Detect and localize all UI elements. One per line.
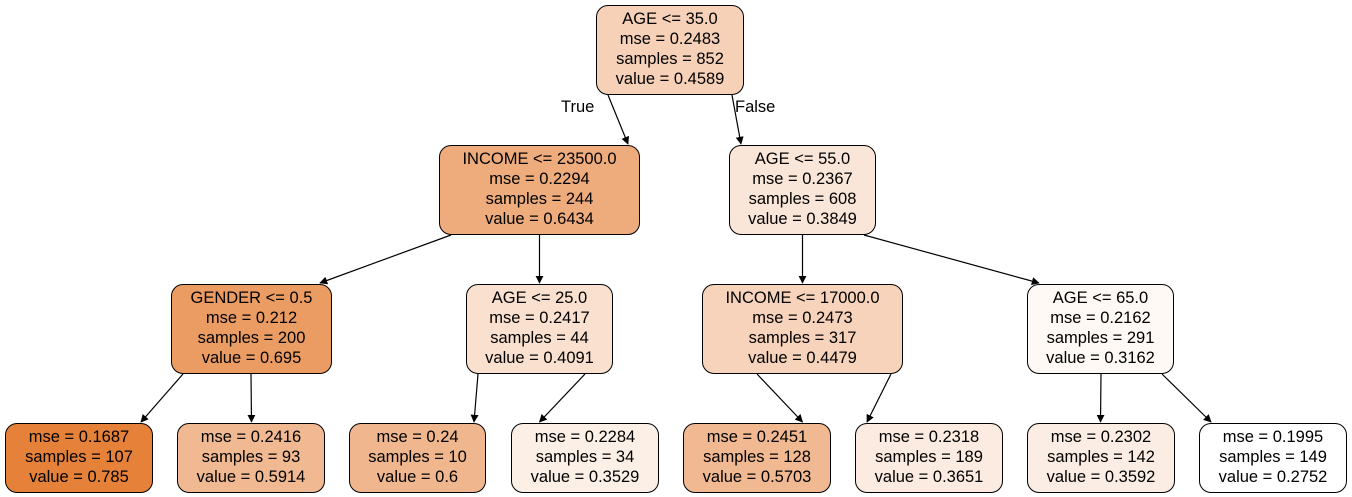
node-split: AGE <= 25.0 <box>491 289 588 308</box>
node-samples: samples = 608 <box>748 190 857 208</box>
tree-node-income-23500: INCOME <= 23500.0 mse = 0.2294 samples =… <box>439 145 640 235</box>
tree-node-age-55: AGE <= 55.0 mse = 0.2367 samples = 608 v… <box>729 145 876 235</box>
tree-leaf: mse = 0.2318 samples = 189 value = 0.365… <box>855 423 1003 493</box>
tree-edge <box>470 373 479 423</box>
tree-leaf: mse = 0.2302 samples = 142 value = 0.359… <box>1027 423 1175 493</box>
node-value: value = 0.3529 <box>530 467 640 486</box>
node-value: value = 0.2752 <box>1218 467 1328 486</box>
tree-edge <box>538 373 586 423</box>
node-value: value = 0.695 <box>201 348 302 367</box>
node-value: value = 0.5914 <box>196 467 306 486</box>
node-samples: samples = 107 <box>25 448 133 467</box>
tree-edge <box>863 234 1040 285</box>
node-samples: samples = 93 <box>201 448 301 467</box>
node-samples: samples = 142 <box>1047 448 1155 467</box>
node-value: value = 0.3592 <box>1046 467 1156 486</box>
node-mse: mse = 0.2417 <box>489 309 590 328</box>
node-mse: mse = 0.2483 <box>619 30 721 49</box>
tree-edge <box>866 373 892 423</box>
node-mse: mse = 0.2162 <box>1050 309 1151 328</box>
node-samples: samples = 34 <box>535 448 635 467</box>
node-mse: mse = 0.1995 <box>1222 428 1324 447</box>
tree-node-income-17000: INCOME <= 17000.0 mse = 0.2473 samples =… <box>702 284 903 374</box>
tree-edge <box>247 373 256 423</box>
tree-leaf: mse = 0.2284 samples = 34 value = 0.3529 <box>511 423 659 493</box>
node-mse: mse = 0.2367 <box>752 170 853 189</box>
node-mse: mse = 0.2302 <box>1050 428 1152 447</box>
node-value: value = 0.4589 <box>615 69 725 88</box>
node-samples: samples = 128 <box>703 448 811 467</box>
tree-edge <box>756 373 804 423</box>
node-split: INCOME <= 17000.0 <box>725 289 880 308</box>
node-samples: samples = 852 <box>616 50 724 68</box>
node-value: value = 0.6 <box>376 467 459 486</box>
node-samples: samples = 200 <box>197 329 306 347</box>
node-mse: mse = 0.2284 <box>534 428 636 447</box>
node-mse: mse = 0.2416 <box>200 428 302 447</box>
tree-edge <box>607 94 629 145</box>
node-samples: samples = 10 <box>368 448 467 467</box>
node-mse: mse = 0.2473 <box>752 309 853 328</box>
tree-edge <box>1161 373 1212 423</box>
node-value: value = 0.6434 <box>485 209 594 228</box>
node-mse: mse = 0.24 <box>376 428 459 447</box>
tree-node-age-25: AGE <= 25.0 mse = 0.2417 samples = 44 va… <box>466 284 613 374</box>
node-samples: samples = 189 <box>875 448 983 467</box>
tree-edge <box>731 94 744 145</box>
node-split: AGE <= 35.0 <box>622 10 718 29</box>
node-split: AGE <= 65.0 <box>1052 289 1149 308</box>
node-value: value = 0.785 <box>29 467 129 486</box>
node-samples: samples = 44 <box>490 329 589 347</box>
node-value: value = 0.4091 <box>485 348 594 367</box>
node-samples: samples = 149 <box>1219 448 1327 467</box>
tree-leaf: mse = 0.2416 samples = 93 value = 0.5914 <box>177 423 325 493</box>
tree-leaf: mse = 0.1687 samples = 107 value = 0.785 <box>5 423 153 493</box>
node-mse: mse = 0.2318 <box>878 428 980 447</box>
node-value: value = 0.3849 <box>748 209 857 228</box>
node-value: value = 0.5703 <box>702 467 812 486</box>
node-mse: mse = 0.2451 <box>706 428 808 447</box>
node-samples: samples = 317 <box>748 329 857 347</box>
node-mse: mse = 0.212 <box>205 309 298 328</box>
tree-edge <box>1096 373 1105 423</box>
tree-node-root: AGE <= 35.0 mse = 0.2483 samples = 852 v… <box>596 5 744 95</box>
node-mse: mse = 0.1687 <box>28 428 130 447</box>
tree-leaf: mse = 0.2451 samples = 128 value = 0.570… <box>683 423 831 493</box>
tree-node-gender-0-5: GENDER <= 0.5 mse = 0.212 samples = 200 … <box>171 284 332 374</box>
node-samples: samples = 244 <box>485 190 594 208</box>
node-split: GENDER <= 0.5 <box>190 289 313 308</box>
tree-leaf: mse = 0.1995 samples = 149 value = 0.275… <box>1199 423 1347 493</box>
node-mse: mse = 0.2294 <box>489 170 590 189</box>
node-split: AGE <= 55.0 <box>754 150 851 169</box>
edge-label-true: True <box>561 98 595 116</box>
tree-node-age-65: AGE <= 65.0 mse = 0.2162 samples = 291 v… <box>1027 284 1174 374</box>
tree-edge <box>140 373 184 423</box>
tree-leaf: mse = 0.24 samples = 10 value = 0.6 <box>349 423 486 493</box>
node-split: INCOME <= 23500.0 <box>462 150 617 169</box>
tree-edge <box>319 234 452 285</box>
node-value: value = 0.3162 <box>1046 348 1155 367</box>
node-samples: samples = 291 <box>1046 329 1155 347</box>
node-value: value = 0.3651 <box>874 467 984 486</box>
node-value: value = 0.4479 <box>748 348 857 367</box>
edge-label-false: False <box>735 98 776 116</box>
